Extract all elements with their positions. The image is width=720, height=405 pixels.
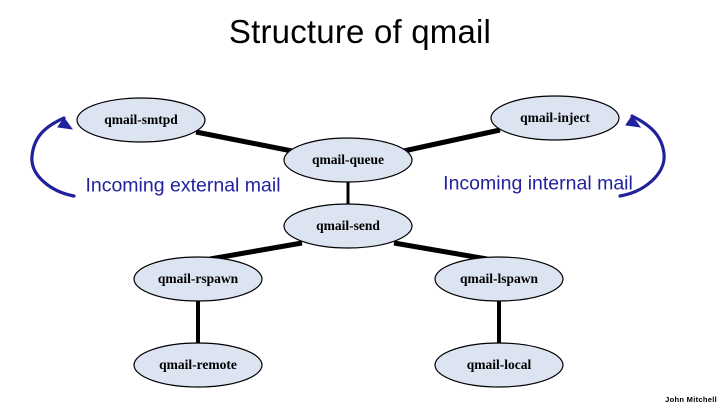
- author-credit: John Mitchell: [665, 395, 717, 404]
- edge-send-lspawn: [393, 240, 488, 262]
- edge-smtpd-queue: [195, 129, 298, 155]
- node-qmail-smtpd[interactable]: [76, 97, 206, 143]
- internal-mail-arrow-head-icon: [625, 115, 642, 128]
- external-mail-arrow: [30, 116, 76, 198]
- incoming-external-mail-label: Incoming external mail: [85, 174, 281, 197]
- arrows-layer: [30, 114, 666, 198]
- node-qmail-remote[interactable]: [133, 342, 263, 388]
- nodes-layer: [76, 95, 620, 388]
- node-qmail-queue[interactable]: [283, 137, 413, 183]
- node-qmail-inject[interactable]: [490, 95, 620, 141]
- internal-mail-arrow: [618, 114, 666, 198]
- edge-send-rspawn: [209, 240, 303, 262]
- page-title: Structure of qmail: [228, 13, 492, 50]
- node-qmail-local[interactable]: [434, 342, 564, 388]
- node-qmail-rspawn[interactable]: [133, 256, 263, 302]
- incoming-internal-mail-label: Incoming internal mail: [443, 172, 633, 195]
- node-qmail-send[interactable]: [283, 203, 413, 249]
- edge-inject-queue: [398, 127, 501, 155]
- edges-layer: [195, 127, 501, 344]
- external-mail-arrow-head-icon: [57, 117, 74, 130]
- node-qmail-lspawn[interactable]: [434, 256, 564, 302]
